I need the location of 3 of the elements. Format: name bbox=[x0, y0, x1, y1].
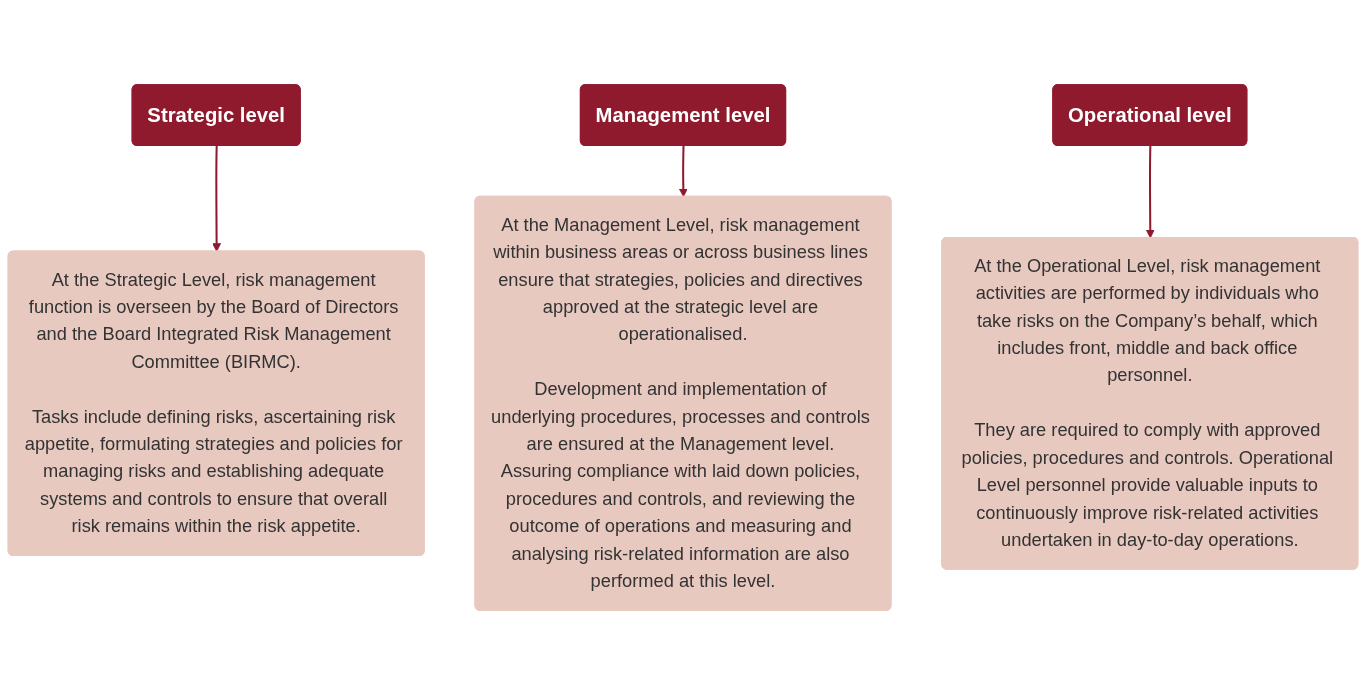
arrow bbox=[1145, 146, 1155, 239]
arrow bbox=[212, 146, 222, 252]
arrow bbox=[678, 146, 688, 198]
